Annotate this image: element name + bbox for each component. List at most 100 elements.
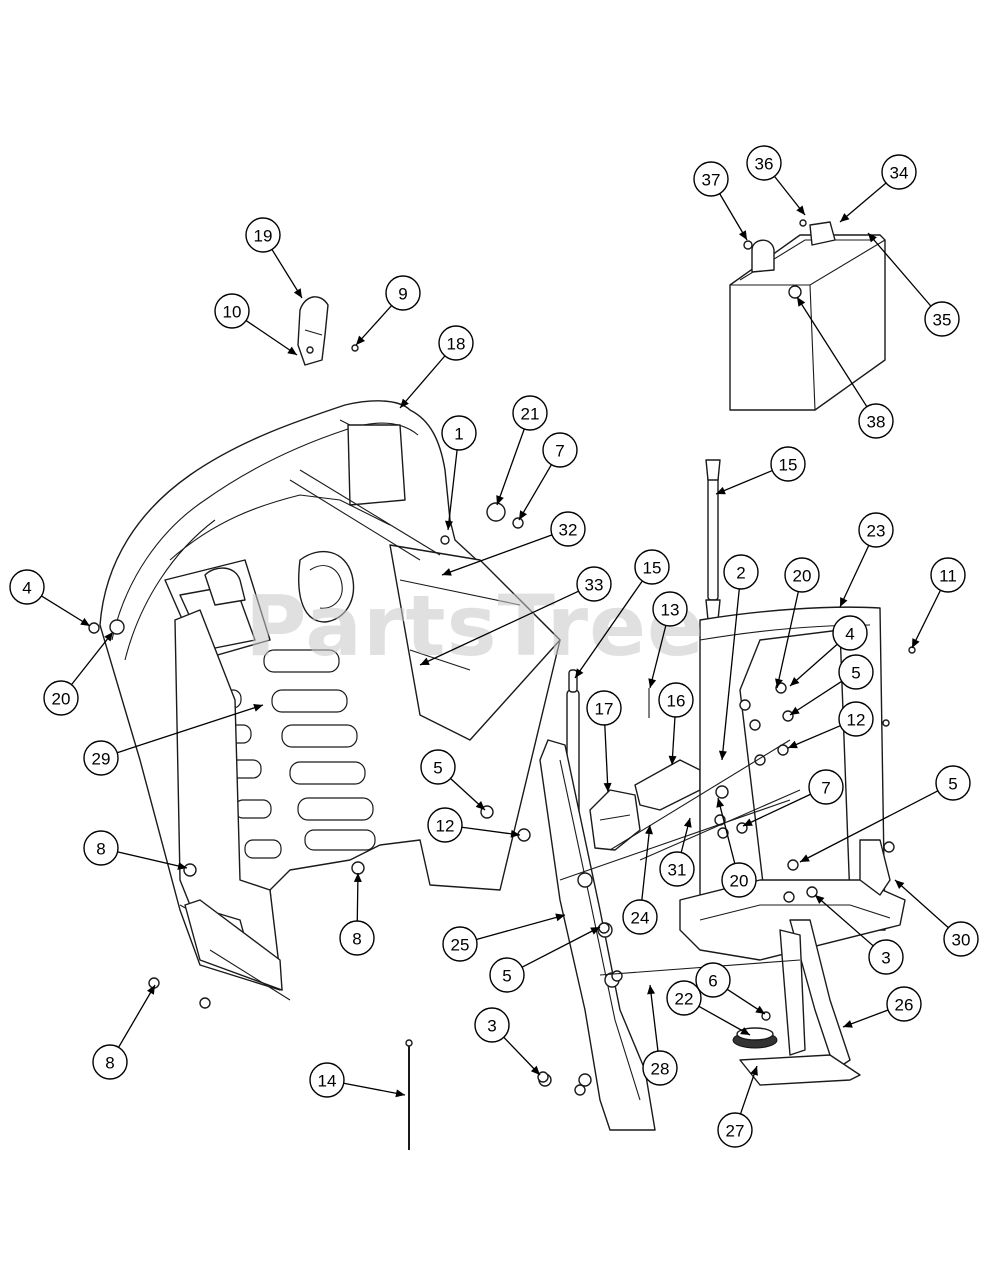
callout-circle[interactable] [832,615,868,651]
callout-circle[interactable] [858,403,894,439]
callout-circle[interactable] [652,591,688,627]
callout-circle[interactable] [886,986,922,1022]
callout-circle[interactable] [83,740,119,776]
callout-20[interactable]: 20 [43,631,114,716]
callout-8[interactable]: 8 [92,984,156,1080]
callout-5[interactable]: 5 [789,654,874,716]
callout-15[interactable]: 15 [574,549,670,679]
callout-circle[interactable] [746,145,782,181]
callout-5[interactable]: 5 [799,765,971,863]
callout-5[interactable]: 5 [420,749,486,811]
callout-18[interactable]: 18 [399,325,474,409]
callout-3[interactable]: 3 [814,894,904,975]
callout-circle[interactable] [385,275,421,311]
callout-11[interactable]: 11 [911,557,966,649]
callout-14[interactable]: 14 [309,1062,406,1098]
callout-17[interactable]: 17 [586,690,622,793]
callout-circle[interactable] [512,395,548,431]
callout-circle[interactable] [943,921,979,957]
callout-1[interactable]: 1 [441,415,477,531]
callout-20[interactable]: 20 [775,557,820,689]
callout-13[interactable]: 13 [648,591,688,689]
callout-circle[interactable] [442,926,478,962]
callout-26[interactable]: 26 [842,986,922,1028]
callout-circle[interactable] [586,690,622,726]
callout-circle[interactable] [924,301,960,337]
callout-4[interactable]: 4 [789,615,868,687]
callout-circle[interactable] [717,1112,753,1148]
callout-24[interactable]: 24 [622,824,658,935]
callout-34[interactable]: 34 [839,154,917,223]
callout-3[interactable]: 3 [474,1007,541,1076]
callout-circle[interactable] [9,569,45,605]
callout-circle[interactable] [474,1007,510,1043]
callout-21[interactable]: 21 [496,395,548,506]
callout-38[interactable]: 38 [796,296,894,439]
callout-circle[interactable] [659,851,695,887]
callout-circle[interactable] [214,293,250,329]
callout-10[interactable]: 10 [214,293,298,356]
callout-12[interactable]: 12 [427,807,521,843]
callout-32[interactable]: 32 [441,511,586,576]
callout-circle[interactable] [441,415,477,451]
callout-28[interactable]: 28 [642,984,678,1086]
callout-7[interactable]: 7 [742,769,844,827]
callout-circle[interactable] [658,682,694,718]
callout-4[interactable]: 4 [9,569,91,627]
callout-circle[interactable] [770,446,806,482]
callout-7[interactable]: 7 [518,432,578,521]
callout-circle[interactable] [935,765,971,801]
callout-circle[interactable] [695,962,731,998]
callout-circle[interactable] [43,680,79,716]
callout-20[interactable]: 20 [716,797,757,898]
callout-circle[interactable] [868,939,904,975]
callout-5[interactable]: 5 [489,926,601,993]
callout-circle[interactable] [550,511,586,547]
callout-circle[interactable] [309,1062,345,1098]
callout-circle[interactable] [622,899,658,935]
callout-circle[interactable] [92,1044,128,1080]
callout-30[interactable]: 30 [894,879,979,957]
callout-2[interactable]: 2 [718,554,759,761]
callout-circle[interactable] [576,566,612,602]
callout-circle[interactable] [339,920,375,956]
callout-25[interactable]: 25 [442,913,566,962]
callout-circle[interactable] [542,432,578,468]
callout-23[interactable]: 23 [839,512,894,608]
callout-circle[interactable] [438,325,474,361]
callout-circle[interactable] [420,749,456,785]
callout-circle[interactable] [838,701,874,737]
callout-circle[interactable] [838,654,874,690]
callout-37[interactable]: 37 [693,161,748,241]
callout-circle[interactable] [930,557,966,593]
callout-circle[interactable] [784,557,820,593]
callout-circle[interactable] [427,807,463,843]
callout-15[interactable]: 15 [715,446,806,495]
callout-circle[interactable] [489,957,525,993]
callout-35[interactable]: 35 [867,232,960,337]
callout-36[interactable]: 36 [746,145,806,216]
callout-circle[interactable] [881,154,917,190]
callout-9[interactable]: 9 [355,275,421,346]
callout-circle[interactable] [245,217,281,253]
callout-circle[interactable] [858,512,894,548]
callout-circle[interactable] [723,554,759,590]
callout-circle[interactable] [83,830,119,866]
callout-16[interactable]: 16 [658,682,694,766]
callout-8[interactable]: 8 [339,872,375,956]
callout-circle[interactable] [721,862,757,898]
callout-8[interactable]: 8 [83,830,188,870]
callout-circle[interactable] [693,161,729,197]
callout-31[interactable]: 31 [659,817,695,887]
callout-6[interactable]: 6 [695,962,766,1015]
callout-27[interactable]: 27 [717,1065,758,1148]
callout-12[interactable]: 12 [787,701,874,749]
callout-circle[interactable] [666,980,702,1016]
callout-circle[interactable] [642,1050,678,1086]
callout-29[interactable]: 29 [83,703,264,776]
callout-22[interactable]: 22 [666,980,751,1036]
callout-33[interactable]: 33 [419,566,612,666]
callout-19[interactable]: 19 [245,217,303,299]
callout-circle[interactable] [808,769,844,805]
callout-circle[interactable] [634,549,670,585]
